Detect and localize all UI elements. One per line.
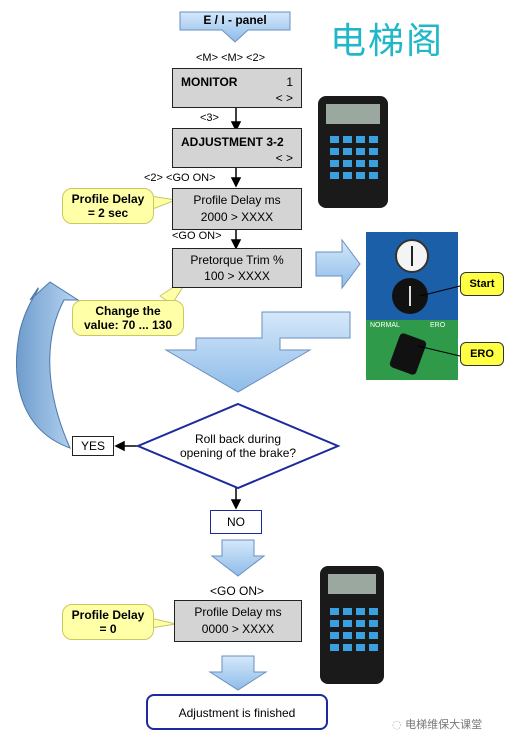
title-chinese: 电梯阁 (330, 21, 445, 62)
adjustment-box: ADJUSTMENT 3-2 < > (172, 128, 302, 168)
pretorque-value: 100 > XXXX (204, 269, 270, 283)
pretorque-box: Pretorque Trim % 100 > XXXX (172, 248, 302, 288)
big-down-arrow (164, 311, 351, 393)
key-sequence-3: <2> <GO ON> (144, 172, 216, 184)
arrow-to-panel (315, 238, 361, 290)
monitor-nav: < > (275, 91, 293, 105)
profile-delay-1-value: 2000 > XXXX (200, 210, 274, 224)
finished-box: Adjustment is finished (146, 694, 328, 730)
key-sequence-4: <GO ON> (172, 230, 222, 242)
watermark-text: 电梯维保大课堂 (405, 718, 483, 731)
curved-return-arrow (16, 281, 80, 449)
profile-delay-box-2: Profile Delay ms 0000 > XXXX (174, 600, 302, 642)
panel-title-arrow (179, 11, 291, 43)
watermark: ◌ 电梯维保大课堂 (392, 716, 482, 732)
keypad-device-1 (318, 96, 388, 208)
decision-text: Roll back during opening of the brake? (158, 432, 318, 460)
panel-text-ero: ERO (430, 322, 446, 329)
key-sequence-1: <M> <M> <2> (196, 52, 266, 64)
panel-title: E / I - panel (203, 13, 267, 27)
profile-delay-box-1: Profile Delay ms 2000 > XXXX (172, 188, 302, 230)
profile-delay-2-name: Profile Delay ms (194, 605, 282, 619)
decision-diamond (135, 402, 341, 490)
decision-line2: opening of the brake? (179, 446, 297, 460)
callout-3-line2: = 0 (99, 622, 117, 636)
ero-control-panel (366, 232, 461, 380)
watermark-icon: ◌ (392, 718, 406, 731)
callout-1-line2: = 2 sec (87, 206, 129, 220)
callout-2-line1: Change the (95, 304, 161, 318)
yes-box: YES (72, 436, 114, 456)
ero-tag: ERO (460, 342, 504, 366)
pretorque-name: Pretorque Trim % (190, 253, 284, 267)
key-sequence-5: <GO ON> (210, 584, 265, 598)
keypad-device-2 (320, 566, 384, 684)
adjustment-name: ADJUSTMENT 3-2 (181, 135, 284, 149)
callout-2-line2: value: 70 ... 130 (83, 318, 173, 332)
profile-delay-1-name: Profile Delay ms (193, 193, 281, 207)
callout-change-value: Change the value: 70 ... 130 (72, 300, 184, 336)
callout-profile-delay-zero: Profile Delay = 0 (62, 604, 154, 640)
panel-text-normal: NORMAL (370, 322, 400, 329)
adjustment-nav: < > (275, 151, 293, 165)
decision-line1: Roll back during (194, 432, 282, 446)
monitor-number: 1 (286, 75, 293, 89)
callout-1-line1: Profile Delay (71, 192, 145, 206)
no-box: NO (210, 510, 262, 534)
monitor-name: MONITOR (181, 75, 238, 89)
key-sequence-2: <3> (200, 112, 219, 124)
callout-profile-delay-2sec: Profile Delay = 2 sec (62, 188, 154, 224)
callout-3-line1: Profile Delay (71, 608, 145, 622)
profile-delay-2-value: 0000 > XXXX (201, 622, 275, 636)
start-tag: Start (460, 272, 504, 296)
monitor-box: MONITOR 1 < > (172, 68, 302, 108)
